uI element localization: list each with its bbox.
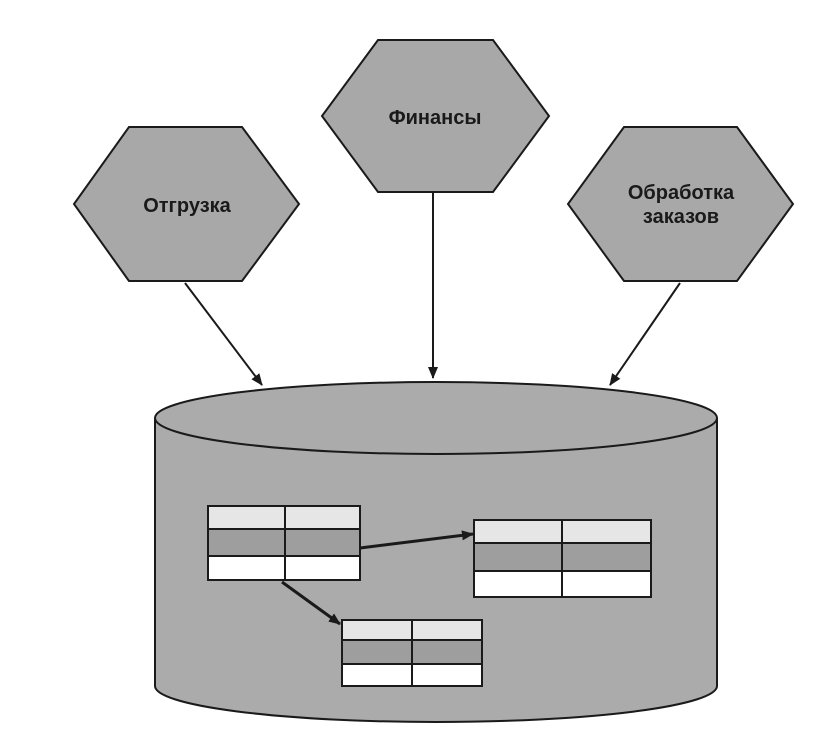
arrow-table-1-to-table-3 [281, 580, 341, 626]
service-orders-label-line1: Обработка [628, 182, 735, 204]
service-orders-label-line2: заказов [643, 206, 719, 228]
hexagon-service-icon [72, 126, 301, 282]
service-shipping: Отгрузка [72, 126, 301, 282]
service-shipping-label: Отгрузка [143, 195, 231, 217]
table-icon [473, 519, 652, 598]
database-body [154, 418, 718, 723]
table-icon [207, 505, 361, 581]
arrow-orders-to-database [609, 282, 681, 386]
service-orders: Обработка заказов [566, 126, 795, 282]
cylinder-database-icon [154, 381, 718, 723]
arrow-table-1-to-table-2 [359, 530, 474, 550]
arrow-shipping-to-database [184, 282, 263, 386]
service-finance-label: Финансы [389, 107, 482, 129]
service-finance: Финансы [320, 39, 551, 193]
database-top [154, 381, 718, 455]
hexagon-service-icon [566, 126, 795, 282]
hexagon-service-icon [320, 39, 551, 193]
table-icon [341, 619, 483, 687]
